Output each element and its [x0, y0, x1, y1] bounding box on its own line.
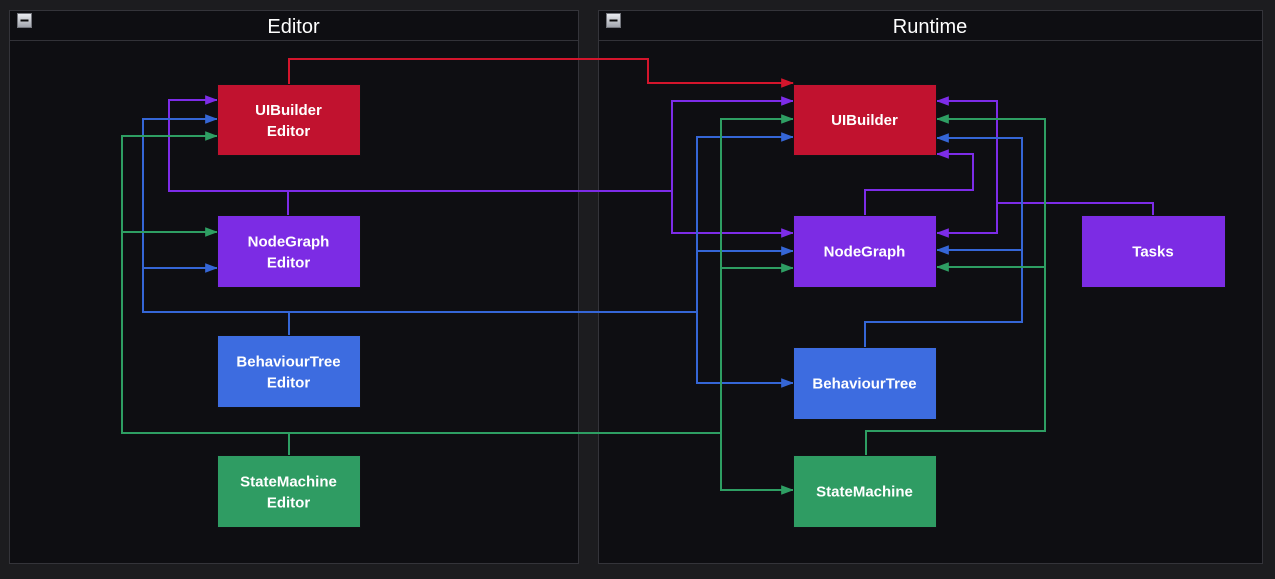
node-statemachine-label: StateMachine: [816, 484, 913, 501]
editor-collapse-button[interactable]: [17, 13, 32, 28]
node-tasks[interactable]: Tasks: [1081, 215, 1226, 288]
edge-nodegraph-to-uibuilder[interactable]: [864, 149, 974, 215]
container-editor-title: Editor: [267, 16, 320, 38]
node-behaviourtree-label: BehaviourTree: [812, 376, 916, 393]
edge-tasks-to-nodegraph[interactable]: [936, 202, 1154, 238]
node-statemachine[interactable]: StateMachine: [793, 455, 937, 528]
edge-statemachine-editor-to-statemachine[interactable]: [288, 432, 794, 495]
node-uibuilder-label: UIBuilder: [831, 112, 898, 129]
edge-nodegraph-editor-to-nodegraph[interactable]: [287, 190, 794, 238]
edge-behaviourtree-to-nodegraph[interactable]: [864, 245, 1023, 347]
edge-behaviourtree-editor-to-behaviourtree[interactable]: [288, 311, 794, 388]
node-nodegraph-label: NodeGraph: [824, 244, 906, 261]
node-nodegraph[interactable]: NodeGraph: [793, 215, 937, 288]
node-behaviourtree[interactable]: BehaviourTree: [793, 347, 937, 420]
node-uibuilder[interactable]: UIBuilder: [793, 84, 937, 156]
runtime-collapse-button[interactable]: [606, 13, 621, 28]
edge-uibuilder-editor-to-uibuilder[interactable]: [288, 58, 794, 88]
node-tasks-label: Tasks: [1132, 244, 1173, 261]
edge-statemachine-to-nodegraph[interactable]: [865, 262, 1046, 455]
container-runtime-title: Runtime: [893, 16, 967, 38]
